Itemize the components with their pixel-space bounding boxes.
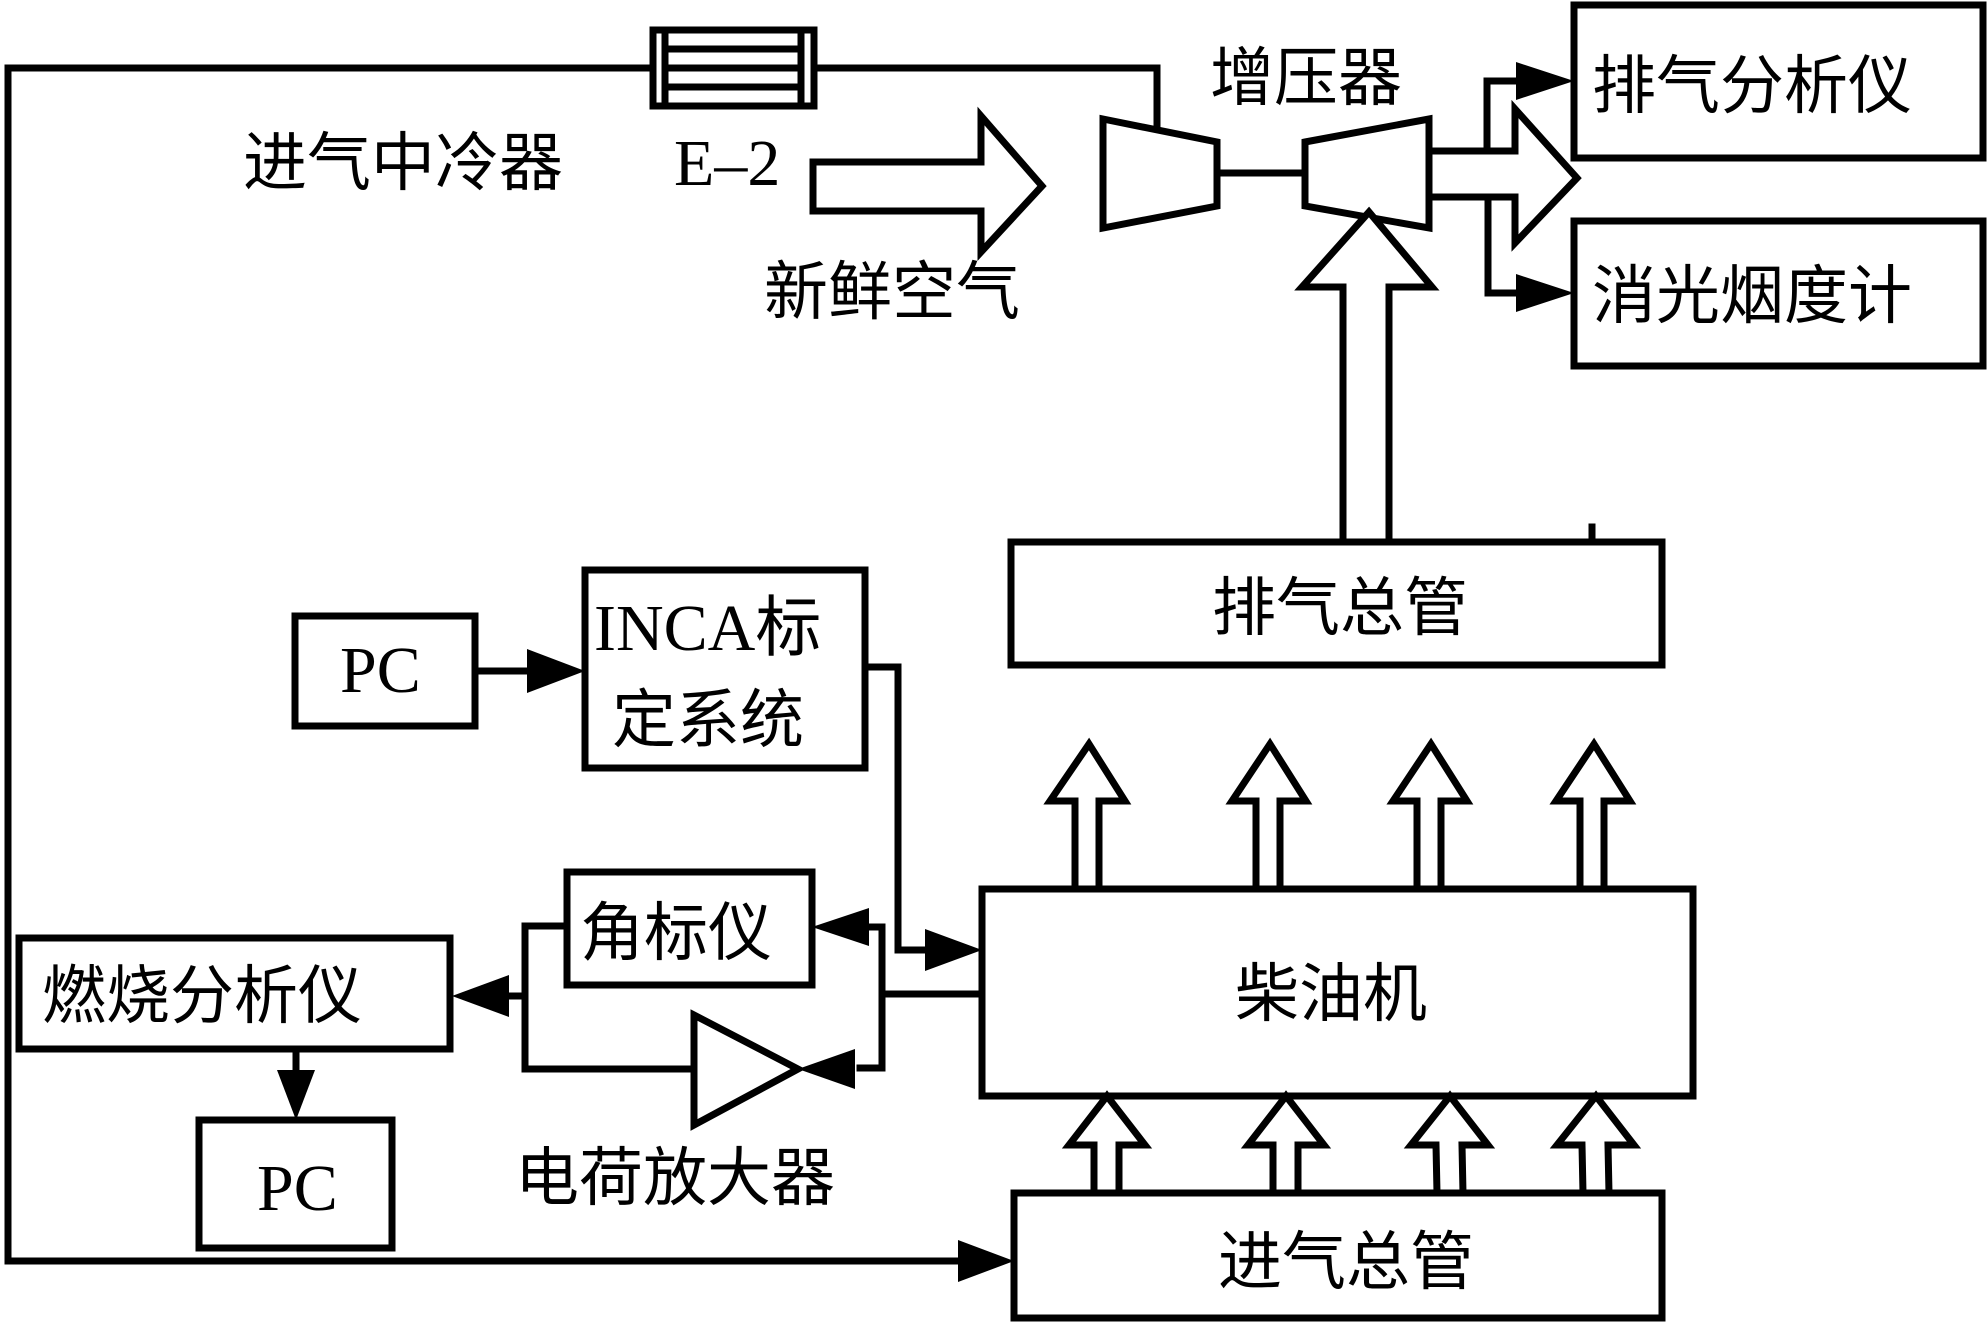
intake-runner-arrow bbox=[1549, 1090, 1642, 1197]
inca-label-line1: INCA标 bbox=[594, 592, 821, 665]
intake-runner-arrow bbox=[1240, 1090, 1332, 1197]
smoke-meter-label: 消光烟度计 bbox=[1592, 260, 1912, 334]
pc-bottom-label: PC bbox=[257, 1152, 338, 1225]
charge-amplifier-label: 电荷放大器 bbox=[515, 1142, 835, 1216]
turbine-symbol bbox=[1301, 114, 1433, 233]
intake-runner-arrow bbox=[1403, 1090, 1496, 1197]
branch-to-smoke-meter bbox=[1484, 193, 1524, 297]
intake-manifold-label: 进气总管 bbox=[1218, 1226, 1474, 1300]
intercooler bbox=[649, 26, 818, 110]
intercooler-label: 进气中冷器 bbox=[243, 127, 563, 201]
smoke-meter-box bbox=[1570, 217, 1987, 370]
engine-signal-bus bbox=[856, 923, 886, 1072]
charge-amplifier-symbol bbox=[690, 1009, 806, 1131]
exhaust-runner-arrow bbox=[1386, 737, 1474, 893]
exhaust-analyzer-box bbox=[1570, 1, 1987, 162]
pc-bottom-box bbox=[195, 1116, 396, 1252]
diesel-engine-box bbox=[978, 885, 1697, 1100]
exhaust-runner-arrow bbox=[1225, 737, 1313, 893]
inca-label-line2: 定系统 bbox=[612, 684, 804, 758]
pc-top-label: PC bbox=[340, 634, 421, 707]
exhaust-manifold-box bbox=[1007, 538, 1666, 669]
arrowhead-to-pc-bottom bbox=[277, 1070, 315, 1120]
intake-loop-line-left bbox=[4, 64, 979, 1265]
engine-to-exhaust-arrows bbox=[1043, 737, 1637, 893]
arrowhead-to-inca bbox=[527, 649, 585, 693]
intake-manifold-box bbox=[1010, 1189, 1666, 1322]
arrowhead-to-combustion-analyzer bbox=[452, 975, 509, 1017]
branch-to-exhaust-analyzer bbox=[1483, 77, 1524, 155]
arrowhead-to-exhaust-analyzer bbox=[1516, 62, 1574, 100]
intake-runner-arrow bbox=[1061, 1090, 1153, 1197]
arrowhead-to-charge-amplifier bbox=[798, 1049, 855, 1089]
fresh-air-label: 新鲜空气 bbox=[764, 256, 1020, 330]
angle-marker-label: 角标仪 bbox=[580, 897, 772, 971]
fresh-air-arrow bbox=[809, 106, 1047, 261]
diesel-engine-label: 柴油机 bbox=[1235, 958, 1427, 1032]
combustion-analyzer-label: 燃烧分析仪 bbox=[42, 960, 362, 1034]
combustion-analyzer-box bbox=[15, 934, 454, 1053]
compressor-symbol bbox=[1099, 114, 1221, 233]
exhaust-analyzer-label: 排气分析仪 bbox=[1592, 50, 1912, 124]
arrowhead-into-intake-manifold bbox=[958, 1240, 1014, 1282]
inca-box bbox=[581, 566, 869, 772]
exhaust-runner-arrow bbox=[1549, 737, 1637, 893]
exhaust-to-turbine-arrow bbox=[1294, 206, 1440, 546]
arrowhead-to-smoke-meter bbox=[1516, 274, 1574, 312]
intake-loop-line bbox=[810, 64, 1161, 142]
intake-to-engine-arrows bbox=[1061, 1090, 1642, 1197]
arrowhead-to-angle-marker bbox=[812, 908, 869, 946]
exhaust-manifold-label: 排气总管 bbox=[1212, 572, 1468, 646]
arrowhead-to-engine bbox=[925, 929, 982, 971]
intercooler-id-label: E–2 bbox=[674, 127, 780, 200]
exhaust-outlet-arrow bbox=[1425, 99, 1582, 252]
inca-to-engine-line bbox=[861, 663, 934, 954]
turbocharger-label: 增压器 bbox=[1210, 42, 1402, 116]
exhaust-runner-arrow bbox=[1043, 737, 1132, 893]
